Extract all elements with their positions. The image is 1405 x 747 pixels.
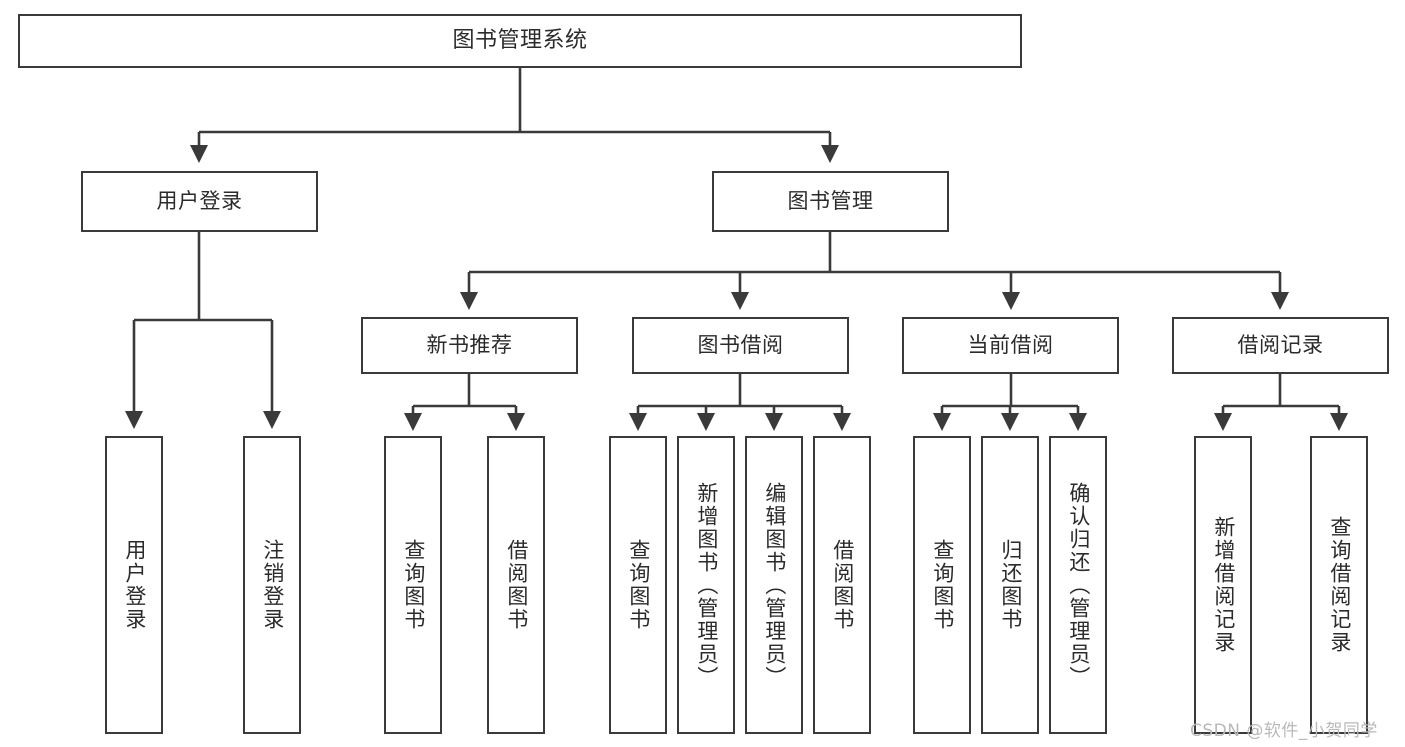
node-label: 用户登录 (156, 188, 243, 213)
node-label: 注销登录 (260, 539, 285, 631)
node-label: 图书管理系统 (452, 27, 588, 53)
node-label: 新增借阅记录 (1211, 516, 1236, 654)
node-label: 图书借阅 (697, 332, 784, 357)
leaf-user-login-login[interactable]: 用户登录 (105, 436, 163, 734)
node-label: 编辑图书（管理员） (762, 481, 787, 689)
node-label: 查询图书 (930, 539, 955, 631)
node-label: 新书推荐 (426, 332, 513, 357)
leaf-borrow-add-book-admin[interactable]: 新增图书（管理员） (677, 436, 735, 734)
node-user-login[interactable]: 用户登录 (81, 171, 318, 232)
node-label: 借阅记录 (1237, 332, 1324, 357)
leaf-recommend-query-book[interactable]: 查询图书 (384, 436, 442, 734)
leaf-current-return-book[interactable]: 归还图书 (981, 436, 1039, 734)
node-label: 查询图书 (626, 539, 651, 631)
leaf-record-add-borrow-record[interactable]: 新增借阅记录 (1194, 436, 1252, 734)
leaf-recommend-borrow-book[interactable]: 借阅图书 (487, 436, 545, 734)
node-book-management[interactable]: 图书管理 (712, 171, 949, 232)
node-new-book-recommend[interactable]: 新书推荐 (361, 317, 578, 374)
node-root-book-management-system[interactable]: 图书管理系统 (18, 14, 1022, 68)
node-label: 查询图书 (401, 539, 426, 631)
leaf-borrow-borrow-book[interactable]: 借阅图书 (813, 436, 871, 734)
node-label: 新增图书（管理员） (694, 481, 719, 689)
node-label: 查询借阅记录 (1327, 516, 1352, 654)
node-label: 图书管理 (787, 188, 874, 213)
node-book-borrow[interactable]: 图书借阅 (632, 317, 849, 374)
leaf-current-confirm-return-admin[interactable]: 确认归还（管理员） (1049, 436, 1107, 734)
node-label: 确认归还（管理员） (1066, 481, 1091, 689)
leaf-user-login-logout[interactable]: 注销登录 (243, 436, 301, 734)
node-label: 借阅图书 (830, 539, 855, 631)
node-current-borrow[interactable]: 当前借阅 (902, 317, 1119, 374)
node-label: 归还图书 (998, 539, 1023, 631)
leaf-current-query-book[interactable]: 查询图书 (913, 436, 971, 734)
node-borrow-record[interactable]: 借阅记录 (1172, 317, 1389, 374)
leaf-borrow-query-book[interactable]: 查询图书 (609, 436, 667, 734)
leaf-record-query-borrow-record[interactable]: 查询借阅记录 (1310, 436, 1368, 734)
node-label: 用户登录 (122, 539, 147, 631)
leaf-borrow-edit-book-admin[interactable]: 编辑图书（管理员） (745, 436, 803, 734)
node-label: 当前借阅 (967, 332, 1054, 357)
csdn-watermark: CSDN @软件_小贺同学 (1190, 721, 1378, 741)
node-label: 借阅图书 (504, 539, 529, 631)
